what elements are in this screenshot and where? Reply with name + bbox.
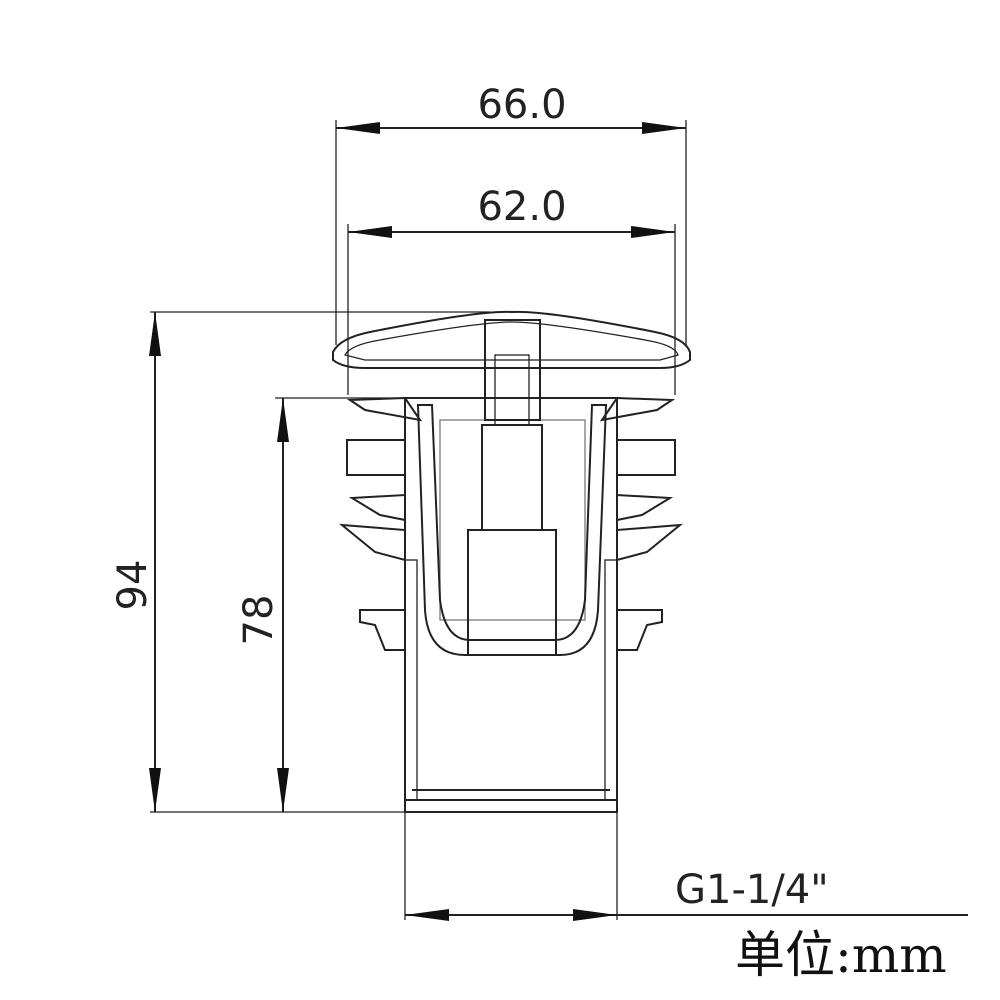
dimension-label-62: 62.0 — [477, 184, 566, 230]
drain-part — [332, 310, 691, 813]
dimension-thread: G1-1/4" — [404, 812, 968, 921]
dimension-label-78: 78 — [236, 595, 282, 646]
dimension-62: 62.0 — [347, 184, 676, 395]
dimension-label-66: 66.0 — [477, 82, 566, 128]
dimension-66: 66.0 — [335, 82, 687, 345]
thread-size-label: G1-1/4" — [675, 867, 829, 913]
unit-label: 单位:mm — [735, 926, 947, 984]
dimension-78: 78 — [236, 397, 420, 812]
dimension-94: 94 — [110, 311, 490, 813]
dimension-label-94: 94 — [110, 560, 156, 611]
